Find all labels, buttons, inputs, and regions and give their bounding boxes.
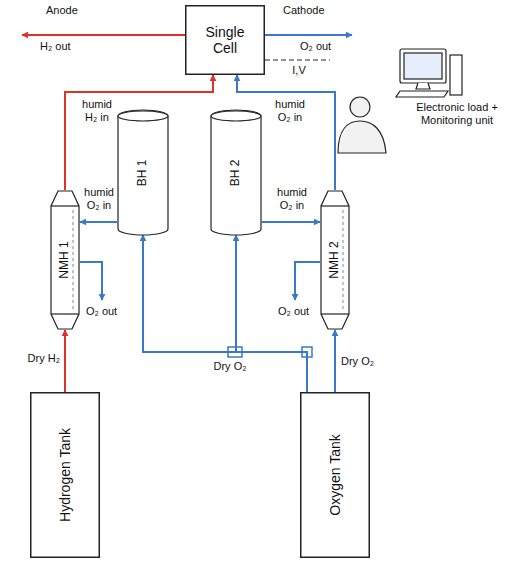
computer-case bbox=[450, 55, 462, 95]
monitor bbox=[400, 49, 446, 83]
keyboard bbox=[396, 91, 448, 97]
gas-pipe bbox=[262, 221, 320, 223]
node-label: Electronic load + Monitoring unit bbox=[412, 101, 502, 126]
node-label: Single Cell bbox=[196, 24, 254, 56]
membrane-line bbox=[343, 210, 344, 310]
cylinder-body bbox=[211, 110, 261, 235]
person-body bbox=[338, 121, 386, 153]
end-cap-line bbox=[321, 313, 349, 314]
node-label: BH 2 bbox=[229, 159, 243, 186]
pipe-label: Dry H₂ bbox=[8, 352, 60, 365]
box-outline bbox=[31, 393, 100, 558]
gas-outlet-label: O₂ out bbox=[300, 40, 331, 53]
box-outline bbox=[301, 393, 370, 558]
end-cap-line bbox=[51, 313, 79, 314]
node-label: NMH 1 bbox=[58, 241, 72, 278]
cylinder-body bbox=[118, 110, 168, 235]
membrane-humidifier: NMH 1 bbox=[50, 190, 80, 330]
monitor-screen bbox=[404, 53, 442, 79]
cell-box: Single Cell bbox=[185, 5, 265, 75]
pipe-label: Dry O₂ bbox=[341, 355, 391, 368]
pipe-label: humid O₂ in bbox=[270, 186, 314, 211]
electrode-label: Anode bbox=[46, 4, 78, 17]
humidifier-shell bbox=[51, 191, 79, 329]
pipe-label: humid H₂ in bbox=[80, 98, 114, 123]
h2-out-pipe bbox=[22, 34, 185, 36]
o2-out-pipe bbox=[265, 34, 352, 36]
end-cap-line bbox=[51, 205, 79, 206]
o2-vent-pipe bbox=[80, 262, 102, 300]
pipe-label: humid O₂ in bbox=[82, 186, 116, 211]
node-label: NMH 2 bbox=[328, 241, 342, 278]
node-label: Oxygen Tank bbox=[327, 434, 343, 515]
humidifier-shell bbox=[321, 191, 349, 329]
node-label: BH 1 bbox=[136, 159, 150, 186]
cylinder-top bbox=[211, 111, 261, 121]
end-cap-line bbox=[321, 205, 349, 206]
monitoring-station: Electronic load + Monitoring unit bbox=[330, 45, 502, 160]
gas-pipe bbox=[334, 330, 336, 392]
cylinder-top bbox=[118, 111, 168, 121]
gas-outlet-label: O₂ out bbox=[278, 305, 309, 318]
bubble-humidifier: BH 1 bbox=[117, 110, 169, 235]
bubble-humidifier: BH 2 bbox=[210, 110, 262, 235]
person-head bbox=[350, 97, 370, 117]
monitor-stand bbox=[416, 83, 430, 89]
gas-pipe bbox=[64, 330, 66, 392]
gas-outlet-label: H₂ out bbox=[40, 40, 71, 53]
o2-vent-pipe bbox=[295, 262, 320, 300]
signal-line bbox=[265, 59, 330, 60]
membrane-humidifier: NMH 2 bbox=[320, 190, 350, 330]
gas-pipe bbox=[80, 221, 117, 223]
pipe-label: I,V bbox=[284, 64, 314, 77]
pipe-label: humid O₂ in bbox=[268, 98, 312, 123]
box-outline bbox=[186, 6, 265, 75]
gas-tank: Hydrogen Tank bbox=[30, 392, 100, 558]
pipe-label: Dry O₂ bbox=[200, 360, 260, 373]
membrane-line bbox=[73, 210, 74, 310]
node-label: Hydrogen Tank bbox=[57, 428, 73, 522]
gas-tank: Oxygen Tank bbox=[300, 392, 370, 558]
electrode-label: Cathode bbox=[283, 4, 325, 17]
gas-outlet-label: O₂ out bbox=[86, 305, 117, 318]
